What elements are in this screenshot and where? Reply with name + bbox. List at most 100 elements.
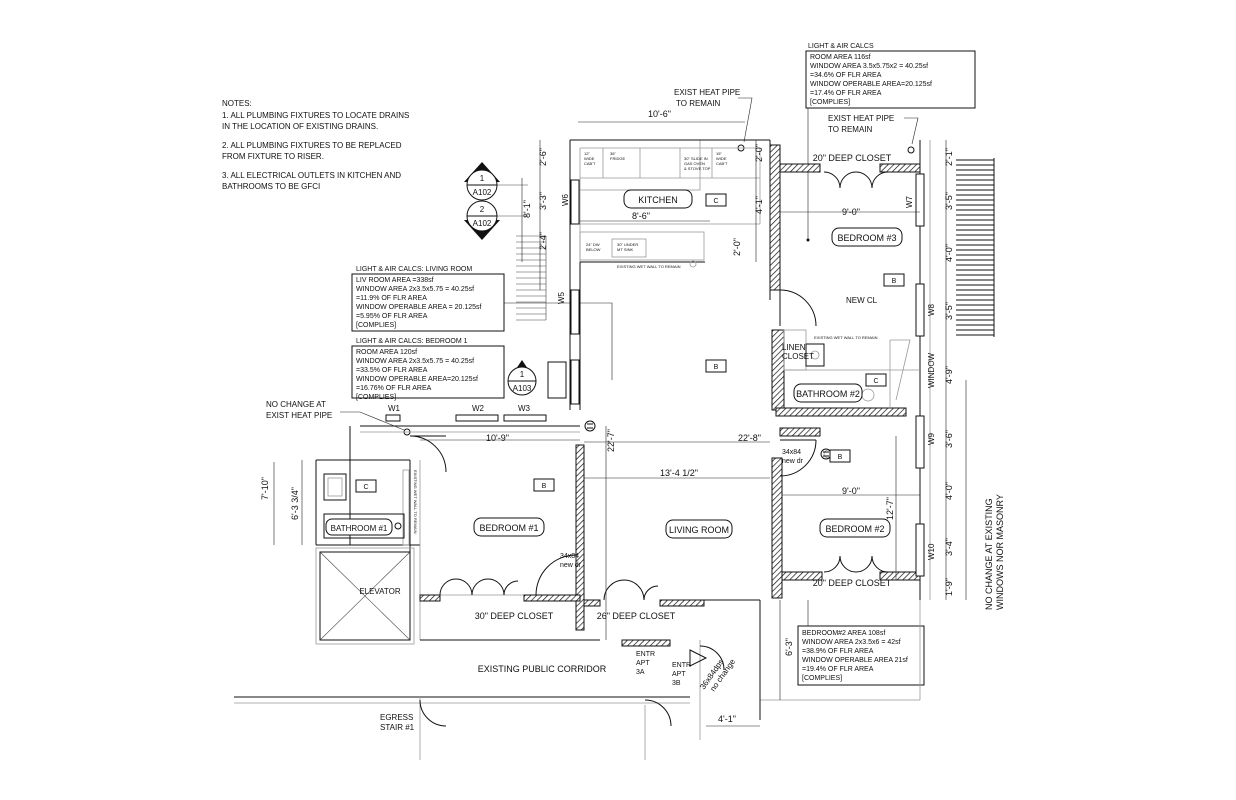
dimension-label: 10'-6" <box>648 109 671 119</box>
section-marker-sheet: A103 <box>513 384 532 393</box>
walls <box>234 139 931 760</box>
label-text: EXIST HEAT PIPE <box>674 88 740 97</box>
dimension-label: 9'-0" <box>842 207 860 217</box>
fixture-label: 12" <box>584 151 590 156</box>
fixture-label: EXISTING WET WALL TO REMAIN <box>814 335 878 340</box>
fixture-label: EXISTING WET WALL TO REMAIN <box>617 264 681 269</box>
dimension-label: 9'-0" <box>842 486 860 496</box>
closet-label: 26" DEEP CLOSET <box>597 611 676 621</box>
calc-title: LIGHT & AIR CALCS: LIVING ROOM <box>356 266 472 273</box>
dimension-label: 2'-6" <box>538 148 548 166</box>
finish-tag: B <box>714 364 719 371</box>
dimension-label: 4'-0" <box>944 244 954 262</box>
label-text: NO CHANGE AT <box>266 400 326 409</box>
kitchen-fixtures: 12" WIDE CAB'T 36" FRIDGE 30" SLIDE IN G… <box>413 151 878 534</box>
section-marker-number: 1 <box>520 370 525 379</box>
heat-pipe-note-kitchen: EXIST HEAT PIPE TO REMAIN <box>674 88 753 152</box>
light-air-calcs-living-room: LIGHT & AIR CALCS: LIVING ROOM LIV ROOM … <box>351 266 613 380</box>
fixture-label: 24" DW <box>586 242 600 247</box>
dimension-label: 22'-7" <box>606 429 616 452</box>
note-2-line-1: 2. ALL PLUMBING FIXTURES TO BE REPLACED <box>222 141 402 150</box>
dimension-label: 8'-1" <box>522 200 532 218</box>
dimension-label: 4'-0" <box>944 482 954 500</box>
label-text: WINDOWS NOR MASONRY <box>995 494 1005 610</box>
light-air-calcs-bedroom-2: BEDROOM#2 AREA 108sf WINDOW AREA 2x3.5x6… <box>797 600 925 686</box>
label-text: EXIST HEAT PIPE <box>266 411 332 420</box>
fixture-label: WIDE <box>584 156 595 161</box>
calc-line: WINDOW AREA 3.5x5.75x2 = 40.25sf <box>810 63 928 70</box>
section-marker-1-a103[interactable]: 1 A103 <box>507 360 537 396</box>
section-marker-sheet: A102 <box>473 188 492 197</box>
fixture-label: FRIDGE <box>610 156 625 161</box>
section-marker-2-a102[interactable]: 2 A102 <box>464 200 528 240</box>
door-note: APT <box>672 671 686 678</box>
room-label-closet: CLOSET <box>782 352 814 361</box>
calc-line: [COMPLIES] <box>356 394 396 401</box>
window-tag: W9 <box>927 432 936 445</box>
room-label-bathroom-2: BATHROOM #2 <box>796 389 860 399</box>
door-note: new dr <box>782 458 804 465</box>
door-note: new dr <box>560 562 582 569</box>
room-label-bedroom-2: BEDROOM #2 <box>825 524 884 534</box>
section-marker-sheet: A102 <box>473 219 492 228</box>
dimension-label: 3'-5" <box>944 302 954 320</box>
closet-doors <box>439 171 889 601</box>
window-tag: W1 <box>388 404 401 413</box>
section-marker-number: 1 <box>480 174 485 183</box>
closet-label: 30" DEEP CLOSET <box>475 611 554 621</box>
calc-line: LIV ROOM AREA =338sf <box>356 277 434 284</box>
window-tag: WINDOW <box>927 352 936 388</box>
note-3-line-1: 3. ALL ELECTRICAL OUTLETS IN KITCHEN AND <box>222 171 401 180</box>
light-air-calcs-bedroom-3: LIGHT & AIR CALCS ROOM AREA 116sf WINDOW… <box>805 43 976 242</box>
dimension-label: 3'-4" <box>944 538 954 556</box>
window-tag: W5 <box>557 291 566 304</box>
note-3-line-2: BATHROOMS TO BE GFCI <box>222 182 320 191</box>
calc-line: WINDOW OPERABLE AREA = 20.125sf <box>356 304 482 311</box>
section-marker-1-a102[interactable]: 1 A102 <box>464 162 528 201</box>
label-text: NO CHANGE AT EXISTING <box>984 498 994 610</box>
label-text: TO REMAIN <box>828 125 873 134</box>
door-note: 3A <box>636 669 645 676</box>
window-tag: W2 <box>472 404 485 413</box>
dimension-label: 10'-9" <box>486 433 509 443</box>
calc-line: WINDOW OPERABLE AREA=20.125sf <box>356 376 478 383</box>
finish-tag: C <box>713 198 718 205</box>
section-marker-number: 2 <box>480 205 485 214</box>
calc-title: LIGHT & AIR CALCS <box>808 43 874 50</box>
fixture-label: 15" <box>716 151 722 156</box>
finish-tags: C B B C B B C <box>355 193 905 493</box>
room-label-bedroom-3: BEDROOM #3 <box>837 233 896 243</box>
dimension-label: 1'-9" <box>944 578 954 596</box>
window-tag: W10 <box>927 543 936 560</box>
room-label-egress-stair: STAIR #1 <box>380 723 415 732</box>
dimension-label: 7'-10" <box>260 477 270 500</box>
room-label-kitchen: KITCHEN <box>638 195 678 205</box>
note-1-line-2: IN THE LOCATION OF EXISTING DRAINS. <box>222 122 378 131</box>
fixture-label: GAS OVEN <box>684 161 705 166</box>
room-label-linen: LINEN <box>782 343 806 352</box>
window-tag: W3 <box>518 404 531 413</box>
door-note: 3B <box>672 680 681 687</box>
calc-line: WINDOW AREA 2x3.5x5.75 = 40.25sf <box>356 286 474 293</box>
calc-line: =16.76% OF FLR AREA <box>356 385 432 392</box>
calc-title: LIGHT & AIR CALCS: BEDROOM 1 <box>356 338 468 345</box>
dimension-label: 2'-0" <box>754 144 764 162</box>
calc-line: =17.4% OF FLR AREA <box>810 90 882 97</box>
dimension-label: 4'-1" <box>718 714 736 724</box>
fixture-label: EXISTING WET WALL TO REMAIN <box>413 470 418 534</box>
dimension-label: 6'-3" <box>784 638 794 656</box>
dimension-label: 2'-0" <box>732 238 742 256</box>
door-swings <box>409 289 817 727</box>
room-label-new-closet: NEW CL <box>846 296 878 305</box>
bathroom-fixtures <box>323 343 875 539</box>
dimension-label: 13'-4 1/2" <box>660 468 698 478</box>
calc-line: =11.9% OF FLR AREA <box>356 295 427 302</box>
note-2-line-2: FROM FIXTURE TO RISER. <box>222 152 324 161</box>
label-text: TO REMAIN <box>676 99 721 108</box>
dimension-text: 10'-6" 8'-6" 2'-6" 3'-3" 8'-1" 2'-4" 2'-… <box>260 109 954 724</box>
calc-line: ROOM AREA 116sf <box>810 54 871 61</box>
calc-line: BEDROOM#2 AREA 108sf <box>802 630 885 637</box>
dimension-label: 6'-3 3/4" <box>290 487 300 520</box>
room-tags: KITCHEN BEDROOM #3 BEDROOM #1 BEDROOM #2… <box>325 153 903 732</box>
